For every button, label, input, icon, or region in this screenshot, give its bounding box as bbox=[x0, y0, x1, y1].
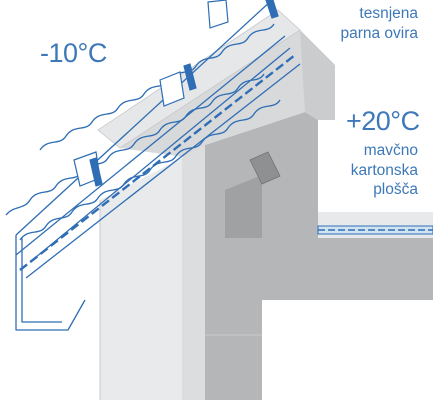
interior-structure bbox=[97, 9, 433, 400]
roof-covering bbox=[5, 0, 301, 331]
drywall-board-label: mavčno kartonska plošča bbox=[351, 143, 418, 198]
insulation-layer bbox=[120, 30, 335, 160]
beam-pocket bbox=[225, 175, 262, 238]
vapor-barrier-line-1: tesnjena bbox=[359, 5, 418, 22]
vapor-barrier-line-2: parna ovira bbox=[340, 24, 418, 42]
roof-clips bbox=[73, 0, 279, 187]
rafter-outer-line bbox=[15, 0, 273, 236]
eave-profile bbox=[15, 235, 86, 331]
drywall-line-3: plošča bbox=[373, 181, 418, 198]
outside-temperature-label: -10°C bbox=[40, 38, 107, 68]
tile-wave-3 bbox=[39, 23, 275, 151]
tile-wave-2 bbox=[19, 99, 281, 241]
vapor-barrier-line bbox=[19, 54, 296, 271]
floor-band bbox=[317, 225, 433, 235]
drywall-line-2: kartonska bbox=[350, 161, 418, 179]
interior-wall-top bbox=[300, 30, 335, 120]
tile-wave-1 bbox=[5, 73, 265, 216]
inside-temperature-label: +20°C bbox=[346, 106, 420, 136]
drywall-line-1: mavčno bbox=[363, 142, 418, 159]
wall-column-front bbox=[100, 158, 205, 400]
beam-profile bbox=[249, 151, 281, 185]
vapor-barrier-label: tesnjena parna ovira bbox=[340, 6, 418, 41]
wall-column-shade bbox=[182, 145, 205, 400]
